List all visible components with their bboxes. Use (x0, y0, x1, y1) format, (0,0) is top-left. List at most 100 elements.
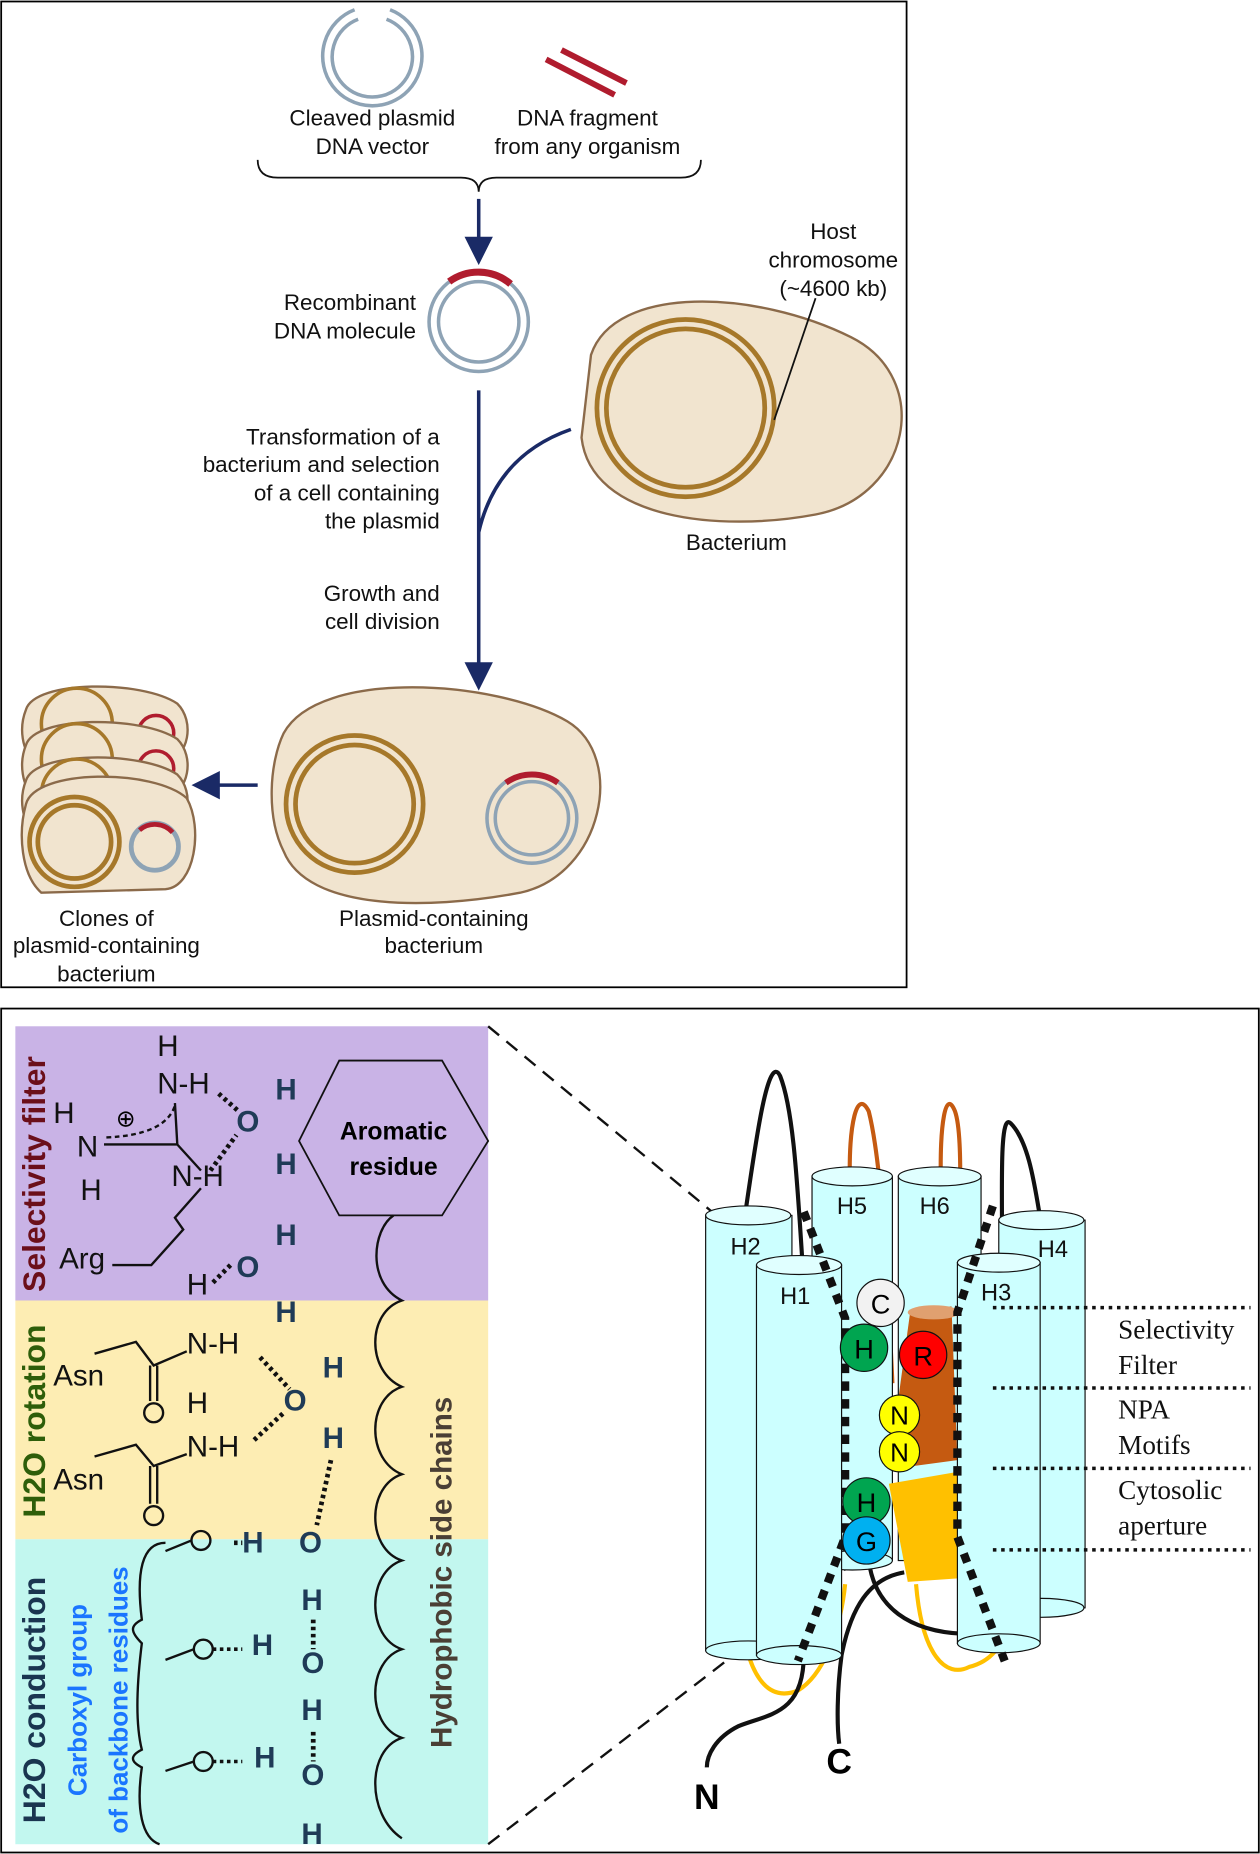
svg-text:N-H: N-H (187, 1328, 240, 1361)
svg-text:H: H (252, 1629, 273, 1662)
n-terminus-label: N (694, 1777, 720, 1817)
pointer-line (773, 297, 817, 421)
svg-text:O: O (301, 1647, 324, 1680)
svg-text:O: O (236, 1251, 259, 1284)
svg-text:H: H (323, 1422, 344, 1455)
selectivity-band (15, 1026, 489, 1301)
zoom-line (487, 1550, 870, 1846)
clones-label: bacterium (57, 961, 156, 986)
asn-label: Asn (53, 1360, 104, 1393)
aromatic-label: Aromatic (340, 1119, 448, 1146)
svg-text:H: H (275, 1074, 296, 1107)
svg-text:H: H (854, 1333, 874, 1364)
host-chromosome-label: chromosome (768, 247, 898, 272)
dna-fragment-label: DNA fragment (517, 106, 659, 131)
pore-outline (793, 1204, 1009, 1663)
level-label: Selectivity (1118, 1314, 1235, 1344)
carboxyl-label: Carboxyl group (62, 1604, 92, 1796)
helix-label: H1 (780, 1284, 810, 1310)
svg-text:N-H: N-H (187, 1431, 240, 1464)
recombinant-dna-icon (427, 268, 531, 374)
svg-text:H: H (275, 1219, 296, 1252)
svg-text:H: H (275, 1296, 296, 1329)
aperture-cone (888, 1471, 960, 1582)
aromatic-label: residue (349, 1154, 437, 1181)
transformation-curve (476, 427, 572, 533)
cleaved-plasmid-label: DNA vector (316, 134, 430, 159)
svg-text:H: H (301, 1818, 322, 1851)
hydrophobic-braces (374, 1214, 406, 1840)
dna-fragment-label: from any organism (495, 134, 681, 159)
arg-label: Arg (59, 1243, 105, 1276)
svg-text:H: H (53, 1097, 74, 1130)
svg-text:H: H (157, 1030, 178, 1063)
svg-text:O: O (301, 1759, 324, 1792)
hydrophobic-label: Hydrophobic side chains (426, 1397, 459, 1748)
level-lines (992, 1305, 1251, 1552)
transformation-label: of a cell containing (254, 480, 440, 505)
svg-text:R: R (913, 1341, 933, 1372)
conduction-band (15, 1539, 489, 1845)
level-label: aperture (1118, 1511, 1207, 1541)
svg-text:N: N (77, 1130, 98, 1163)
svg-text:H: H (275, 1148, 296, 1181)
host-chromosome-label: Host (810, 219, 857, 244)
residue-r: R (898, 1330, 948, 1380)
clones-label: plasmid-containing (13, 933, 200, 958)
level-label: Cytosolic (1118, 1475, 1222, 1505)
selectivity-filter-label: Selectivity filter (16, 1056, 52, 1292)
bacterium-icon (580, 300, 903, 523)
bacterium-label: Bacterium (686, 530, 787, 555)
brace (256, 159, 702, 192)
residue-h: H (839, 1323, 889, 1373)
transformation-label: Transformation of a (246, 425, 440, 450)
cone-top (907, 1305, 960, 1320)
svg-text:H: H (301, 1584, 322, 1617)
h2o-conduction-label: H2O conduction (16, 1577, 52, 1823)
helix-label: H4 (1038, 1237, 1068, 1263)
clones-label: Clones of (59, 906, 155, 931)
svg-text:O: O (284, 1384, 307, 1417)
svg-text:H: H (323, 1351, 344, 1384)
level-label: NPA (1118, 1395, 1170, 1425)
arginine-structure: H N-H H N H N-H ⊕ Arg (53, 1030, 224, 1276)
svg-text:C: C (871, 1289, 891, 1320)
svg-text:H: H (242, 1526, 263, 1559)
helix-label: H3 (981, 1281, 1011, 1307)
svg-text:O: O (299, 1526, 322, 1559)
svg-text:H: H (80, 1174, 101, 1207)
cleaved-plasmid-icon (320, 8, 424, 108)
residue-c: C (856, 1278, 905, 1328)
helix-h3[interactable]: H3 (956, 1252, 1041, 1654)
aquaporin-panel: Selectivity filter H2O rotation H2O cond… (0, 1007, 1260, 1854)
svg-text:O: O (236, 1105, 259, 1138)
h2o-rotation-label: H2O rotation (16, 1324, 52, 1517)
svg-text:H: H (187, 1269, 208, 1302)
c-terminus-label: C (826, 1741, 852, 1781)
asn-label: Asn (53, 1464, 104, 1497)
plasmid-bacterium-label: bacterium (385, 933, 484, 958)
helix-h1[interactable]: H1 (755, 1255, 843, 1666)
clones-icon (20, 685, 197, 894)
asparagine-structures: H N-H H N-H Asn Asn (53, 1269, 240, 1527)
svg-text:H: H (254, 1741, 275, 1774)
transformation-label: bacterium and selection (203, 452, 440, 477)
residue-g: G (842, 1516, 891, 1565)
svg-text:H: H (301, 1694, 322, 1727)
helix-label: H6 (920, 1194, 950, 1220)
svg-text:N: N (890, 1401, 909, 1431)
svg-text:H: H (857, 1487, 877, 1518)
dna-fragment-icon (544, 47, 628, 98)
svg-text:G: G (856, 1526, 877, 1557)
recombinant-label: Recombinant (284, 290, 417, 315)
helix-label: H2 (730, 1234, 760, 1260)
host-chromosome-label: (~4600 kb) (779, 276, 887, 301)
zoom-line (487, 1025, 835, 1314)
transformation-label: the plasmid (325, 509, 440, 534)
level-label: Filter (1118, 1350, 1177, 1380)
helix-label: H5 (837, 1194, 867, 1220)
svg-text:N-H: N-H (157, 1068, 210, 1101)
level-label: Motifs (1118, 1430, 1190, 1460)
